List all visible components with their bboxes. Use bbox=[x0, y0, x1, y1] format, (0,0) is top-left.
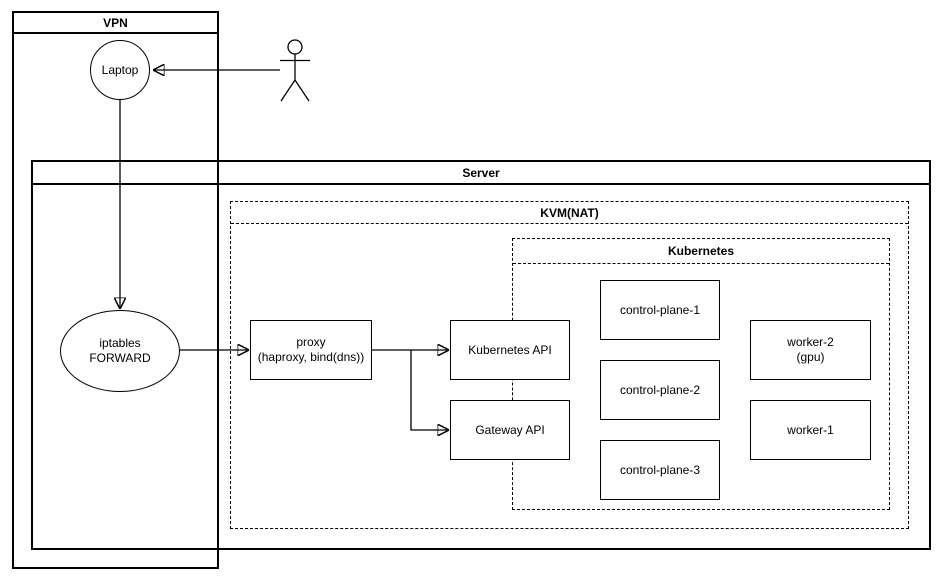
kvm-nat-container-title: KVM(NAT) bbox=[231, 202, 908, 224]
control-plane-1-node-label: control-plane-1 bbox=[619, 302, 701, 317]
control-plane-2-node-label: control-plane-2 bbox=[619, 382, 701, 397]
gateway-api-node: Gateway API bbox=[450, 400, 570, 460]
control-plane-3-node-label: control-plane-3 bbox=[619, 462, 701, 477]
vpn-container-title: VPN bbox=[14, 13, 217, 34]
actor-head bbox=[287, 39, 303, 55]
proxy-node-label-line2: (haproxy, bind(dns)) bbox=[257, 350, 365, 364]
control-plane-1-node: control-plane-1 bbox=[600, 280, 720, 340]
iptables-forward-node-label-line2: FORWARD bbox=[89, 351, 151, 365]
proxy-node-label-line1: proxy bbox=[296, 335, 326, 349]
worker-1-node-label: worker-1 bbox=[787, 422, 834, 437]
iptables-forward-node: iptables FORWARD bbox=[60, 310, 180, 392]
actor-right-leg bbox=[294, 79, 310, 102]
laptop-node: Laptop bbox=[90, 40, 150, 100]
kubernetes-api-node-label: Kubernetes API bbox=[468, 342, 552, 357]
gateway-api-node-label: Gateway API bbox=[475, 422, 545, 437]
control-plane-3-node: control-plane-3 bbox=[600, 440, 720, 500]
user-actor-icon bbox=[280, 39, 310, 102]
laptop-node-label: Laptop bbox=[101, 62, 139, 77]
proxy-node: proxy (haproxy, bind(dns)) bbox=[250, 320, 372, 380]
worker-1-node: worker-1 bbox=[750, 400, 871, 460]
iptables-forward-node-label-line1: iptables bbox=[99, 336, 141, 350]
server-container-title: Server bbox=[33, 162, 929, 185]
vpn-container: VPN bbox=[12, 11, 219, 569]
server-container: Server bbox=[31, 160, 931, 550]
control-plane-2-node: control-plane-2 bbox=[600, 360, 720, 420]
worker-2-node-label-line1: worker-2 bbox=[787, 335, 834, 349]
worker-2-node-label-line2: (gpu) bbox=[796, 350, 825, 364]
worker-2-node: worker-2 (gpu) bbox=[750, 320, 871, 380]
kvm-nat-container: KVM(NAT) bbox=[230, 201, 909, 529]
kubernetes-api-node: Kubernetes API bbox=[450, 320, 570, 380]
actor-left-leg bbox=[280, 79, 296, 102]
kubernetes-container-title: Kubernetes bbox=[513, 239, 889, 264]
